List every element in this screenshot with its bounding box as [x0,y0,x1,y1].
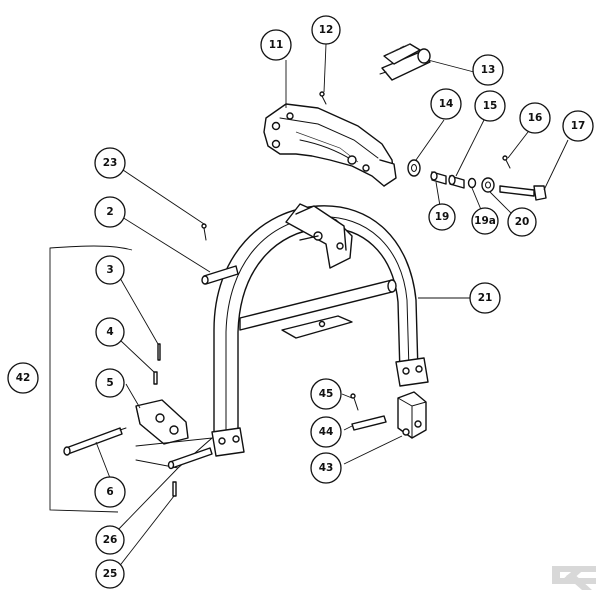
svg-text:23: 23 [103,157,118,169]
callout-16: 16 [519,102,551,134]
callout-13: 13 [472,54,504,86]
left-parts [63,223,239,497]
callout-15: 15 [474,90,506,122]
svg-text:3: 3 [106,264,113,276]
washer-20 [481,177,495,193]
brand-logo-icon [552,566,596,590]
svg-text:2: 2 [106,206,113,218]
pin-44 [351,415,387,431]
callout-42: 42 [7,362,39,394]
callout-44: 44 [310,416,342,448]
svg-text:21: 21 [478,292,493,304]
leader-lines [95,43,569,569]
callout-19a: 19a [471,207,499,235]
callout-17: 17 [562,110,594,142]
callout-14: 14 [430,88,462,120]
svg-text:19a: 19a [474,215,496,227]
svg-text:44: 44 [319,426,334,438]
svg-text:45: 45 [319,388,334,400]
callout-26: 26 [95,525,125,555]
svg-text:19: 19 [435,211,450,223]
svg-text:13: 13 [481,64,496,76]
right-lower-parts [350,391,427,439]
callout-21: 21 [469,282,501,314]
callout-5: 5 [95,368,125,398]
pin-3 [157,343,161,361]
callout-6: 6 [94,476,126,508]
pin-26 [169,447,213,469]
callout-11: 11 [260,29,292,61]
washer-14 [407,159,421,177]
svg-text:43: 43 [319,462,334,474]
callout-2: 2 [94,196,126,228]
svg-text:6: 6 [106,486,113,498]
callout-12: 12 [311,15,341,45]
cylinder-part [379,43,431,81]
svg-text:17: 17 [571,120,586,132]
pin-6 [65,427,123,455]
svg-text:14: 14 [439,98,454,110]
svg-text:4: 4 [106,326,113,338]
callout-43: 43 [310,452,342,484]
top-arm [263,91,397,187]
callout-25: 25 [95,559,125,589]
svg-text:25: 25 [103,568,118,580]
callout-45: 45 [310,378,342,410]
svg-text:20: 20 [515,216,530,228]
callout-3: 3 [95,255,125,285]
svg-text:11: 11 [269,39,284,51]
bolt-17 [499,185,535,197]
callout-20: 20 [507,207,537,237]
svg-text:5: 5 [106,377,113,389]
frame-assembly [211,203,429,457]
svg-text:12: 12 [319,24,334,36]
callout-23: 23 [94,147,126,179]
svg-text:16: 16 [528,112,543,124]
pin-4 [153,371,158,385]
svg-text:42: 42 [16,372,31,384]
callout-4: 4 [95,317,125,347]
pin-25 [172,481,177,497]
callout-19: 19 [428,203,456,231]
group-bracket-42 [49,245,133,513]
svg-text:15: 15 [483,100,498,112]
hardware-stack [407,155,547,201]
svg-text:26: 26 [103,534,118,546]
